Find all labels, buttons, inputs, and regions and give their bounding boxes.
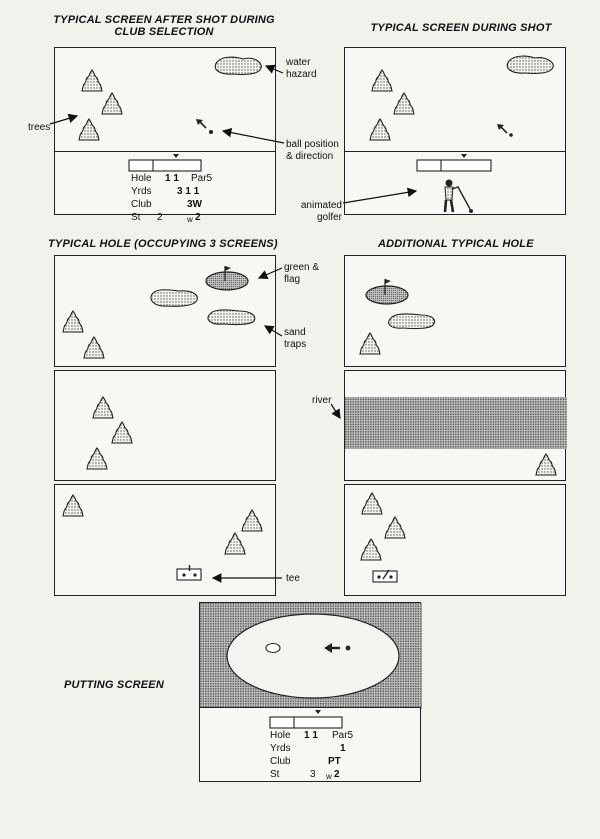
tee-icon	[372, 569, 398, 583]
tree-icon	[92, 396, 114, 419]
tree-icon	[81, 69, 103, 92]
power-meter-icon	[269, 716, 343, 729]
tree-icon	[78, 118, 100, 141]
typical-hole-screen-2	[54, 370, 276, 481]
direction-arrow-icon	[196, 119, 203, 125]
callout-ball-position: ball position & direction	[286, 139, 339, 162]
direction-arrow-icon	[497, 124, 504, 130]
putting-status-panel: Hole 1 1 Par5 Yrds 1 Club PT St 3 w 2	[199, 707, 421, 782]
heading-during-shot: TYPICAL SCREEN DURING SHOT	[370, 22, 552, 34]
tree-icon	[224, 532, 246, 555]
tree-icon	[371, 69, 393, 92]
water-hazard-icon	[506, 55, 554, 75]
tree-icon	[86, 447, 108, 470]
tree-icon	[83, 336, 105, 359]
tree-icon	[361, 492, 383, 515]
callout-sand-traps: sand traps	[284, 327, 307, 350]
power-meter-icon	[416, 159, 492, 172]
heading-after-shot: TYPICAL SCREEN AFTER SHOT DURING CLUB SE…	[53, 14, 275, 38]
during-shot-course-view	[344, 47, 566, 152]
green-flag-icon	[205, 266, 249, 291]
callout-animated-golfer: animated golfer	[300, 200, 342, 223]
heading-additional-hole: ADDITIONAL TYPICAL HOLE	[378, 238, 534, 250]
water-hazard-icon	[214, 56, 262, 76]
heading-putting: PUTTING SCREEN	[64, 679, 164, 691]
tree-icon	[111, 421, 133, 444]
additional-hole-screen-3	[344, 484, 566, 596]
additional-hole-screen-1	[344, 255, 566, 367]
sand-trap-icon	[150, 289, 198, 307]
tree-icon	[101, 92, 123, 115]
green-flag-icon	[365, 279, 409, 305]
tree-icon	[369, 118, 391, 141]
hole-cup-icon	[265, 642, 281, 654]
callout-trees: trees	[28, 122, 51, 133]
ball-icon	[209, 130, 213, 134]
callout-water-hazard: water hazard	[286, 57, 317, 80]
golfer-icon	[443, 179, 473, 213]
ball-icon	[509, 133, 513, 137]
tree-icon	[62, 494, 84, 517]
tree-icon	[62, 310, 84, 333]
typical-hole-screen-1	[54, 255, 276, 367]
wind-icon: w	[326, 772, 332, 781]
club-selection-course-view	[54, 47, 276, 152]
tree-icon	[535, 453, 557, 476]
callout-green-flag: green & flag	[284, 262, 320, 285]
tree-icon	[241, 509, 263, 532]
putting-green-icon	[226, 613, 400, 699]
during-shot-status-panel	[344, 151, 566, 215]
putting-green-view	[199, 602, 422, 709]
power-meter-icon	[128, 159, 202, 172]
sand-trap-icon	[388, 313, 436, 330]
tee-icon	[176, 565, 202, 581]
tree-icon	[360, 538, 382, 561]
tree-icon	[359, 332, 381, 355]
direction-arrow-icon	[324, 643, 332, 653]
typical-hole-screen-3	[54, 484, 276, 596]
sand-trap-icon	[207, 309, 256, 326]
wind-icon: w	[187, 215, 193, 224]
ball-icon	[345, 645, 351, 651]
callout-river: river	[312, 395, 332, 406]
heading-typical-hole: TYPICAL HOLE (OCCUPYING 3 SCREENS)	[48, 238, 278, 250]
tree-icon	[384, 516, 406, 539]
arrow-river	[330, 403, 341, 420]
river-icon	[345, 397, 567, 449]
additional-hole-screen-2	[344, 370, 567, 481]
callout-tee: tee	[286, 573, 300, 584]
tree-icon	[393, 92, 415, 115]
club-selection-status-panel: Hole 1 1 Par5 Yrds 3 1 1 Club 3W St 2 w …	[54, 151, 276, 224]
